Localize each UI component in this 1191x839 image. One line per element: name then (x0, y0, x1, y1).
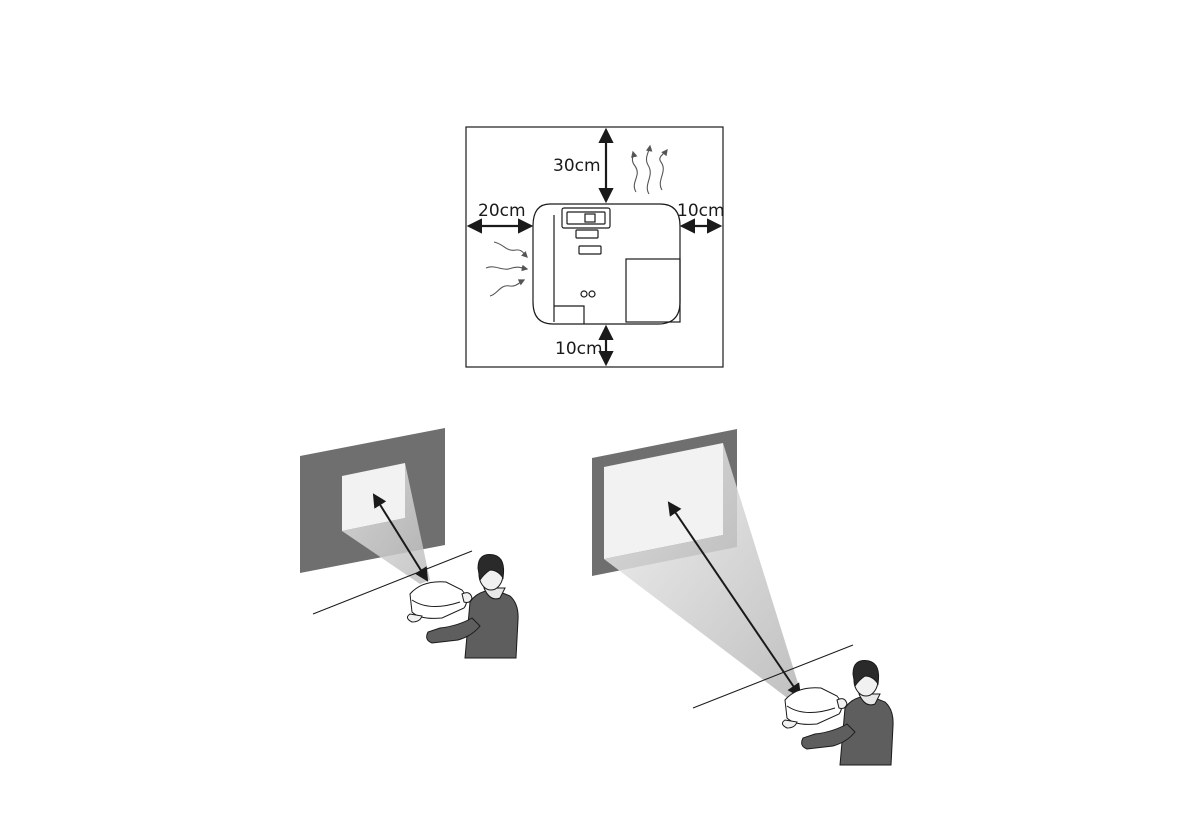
top-clearance-label: 30cm (553, 156, 601, 176)
person-operating-projector-icon (782, 661, 893, 765)
right-clearance-label: 10cm (677, 201, 725, 221)
bottom-clearance-label: 10cm (555, 339, 603, 359)
short-throw-scene (300, 428, 518, 658)
clearance-diagram: 30cm 20cm 10cm 10cm (466, 127, 725, 367)
intake-airflow-icon (486, 242, 527, 296)
left-clearance-label: 20cm (478, 201, 526, 221)
long-throw-scene (592, 429, 893, 765)
projector-top-view-icon (533, 204, 680, 324)
exhaust-airflow-icon (632, 146, 667, 194)
